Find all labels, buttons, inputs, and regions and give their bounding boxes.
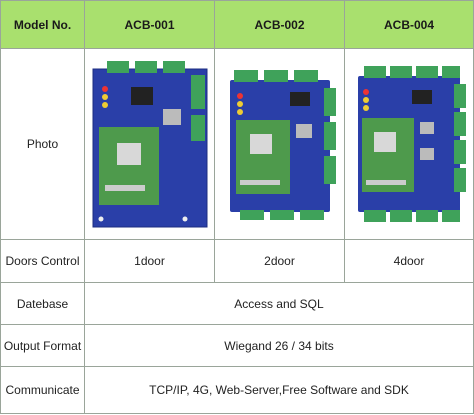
model-acb-004: ACB-004 [344,0,474,49]
doors-acb-002: 2door [214,239,345,283]
photo-row: Photo [0,48,474,240]
output-label: Output Format [0,324,85,367]
output-value: Wiegand 26 / 34 bits [84,324,474,367]
photo-acb-001 [84,48,215,240]
doors-acb-001: 1door [84,239,215,283]
acb-004-board-photo [358,66,466,222]
communicate-value: TCP/IP, 4G, Web-Server,Free Software and… [84,366,474,414]
header-row: Model No. ACB-001 ACB-002 ACB-004 [0,0,474,49]
acb-002-board-photo [229,70,336,220]
database-value: Access and SQL [84,282,474,325]
database-row: Datebase Access and SQL [0,282,474,325]
doors-row: Doors Control 1door 2door 4door [0,239,474,283]
database-label: Datebase [0,282,85,325]
model-no-header: Model No. [0,0,85,49]
model-acb-002: ACB-002 [214,0,345,49]
photo-acb-002 [214,48,345,240]
photo-acb-004 [344,48,474,240]
communicate-row: Communicate TCP/IP, 4G, Web-Server,Free … [0,366,474,414]
doors-acb-004: 4door [344,239,474,283]
output-row: Output Format Wiegand 26 / 34 bits [0,324,474,367]
doors-label: Doors Control [0,239,85,283]
communicate-label: Communicate [0,366,85,414]
photo-label: Photo [0,48,85,240]
acb-001-board-photo [92,61,207,228]
model-acb-001: ACB-001 [84,0,215,49]
